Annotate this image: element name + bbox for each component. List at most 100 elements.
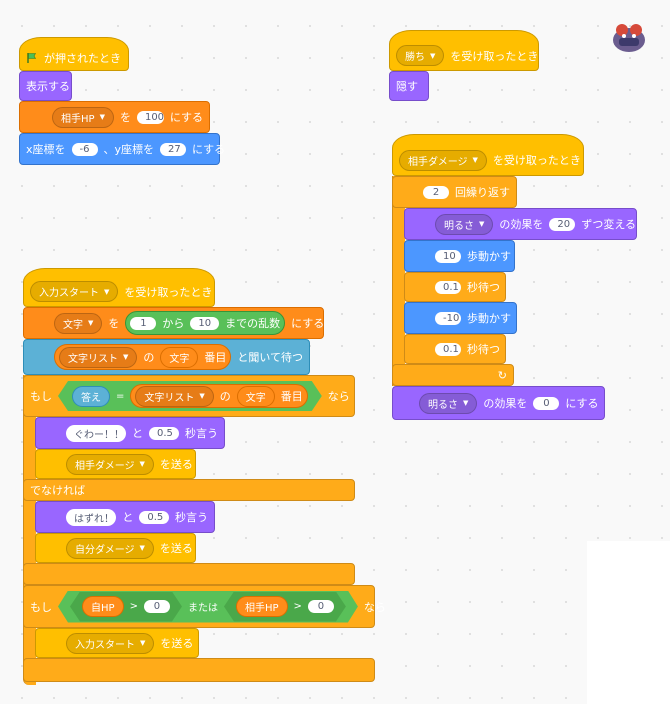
wait-block[interactable]: 0.1 秒待つ	[404, 334, 506, 364]
equals-operator[interactable]: 答え = 文字リスト▼ の 文字 番目	[58, 381, 322, 411]
effect-set-input[interactable]: 0	[533, 396, 560, 410]
chevron-down-icon: ▼	[479, 220, 485, 228]
broadcast-block[interactable]: 入力スタート▼ を送る	[35, 628, 199, 658]
effect-change-label: の効果を	[499, 218, 544, 231]
move-steps-block[interactable]: 10 歩動かす	[404, 240, 515, 272]
item-of-list-reporter[interactable]: 文字リスト▼ の 文字 番目	[130, 384, 307, 408]
compare-input[interactable]: 0	[144, 600, 170, 613]
list-dropdown[interactable]: 文字リスト▼	[59, 346, 138, 368]
compare-input[interactable]: 0	[308, 600, 334, 613]
say-text-input[interactable]: はずれ！	[66, 508, 117, 526]
set-variable-block[interactable]: 文字▼ を 1 から 10 までの乱数 にする	[23, 307, 324, 339]
goto-y-input[interactable]: 27	[160, 142, 187, 156]
move-steps-block[interactable]: -10 歩動かす	[404, 302, 517, 334]
set-suffix-label: にする	[291, 317, 325, 330]
effect-set-label: の効果を	[483, 397, 528, 410]
chevron-down-icon: ▼	[99, 113, 105, 121]
say-secs-input[interactable]: 0.5	[149, 426, 179, 440]
wait-input[interactable]: 0.1	[435, 280, 461, 294]
message-dropdown[interactable]: 相手ダメージ▼	[399, 149, 487, 171]
set-value-input[interactable]: 100	[136, 110, 164, 124]
chevron-down-icon: ▼	[104, 287, 110, 296]
message-dropdown[interactable]: 入力スタート▼	[30, 281, 119, 302]
broadcast-label: を送る	[159, 542, 193, 555]
wait-input[interactable]: 0.1	[435, 342, 461, 356]
say-suffix-label: 秒言う	[185, 427, 218, 440]
if-block[interactable]: もし 自HP > 0 または 相手HP > 0 なら	[23, 585, 386, 628]
message-name: 入力スタート	[75, 639, 135, 651]
variable-dropdown[interactable]: 相手HP▼	[52, 106, 114, 128]
move-steps-input[interactable]: 10	[435, 249, 461, 263]
variable-reporter[interactable]: 文字	[237, 386, 275, 407]
ask-and-wait-block[interactable]: 文字リスト▼ の 文字 番目 と聞いて待つ	[23, 339, 310, 375]
greater-than-operator[interactable]: 相手HP > 0	[224, 592, 346, 622]
set-effect-block[interactable]: 明るさ▼ の効果を 0 にする	[392, 386, 605, 420]
chevron-down-icon: ▼	[463, 399, 469, 407]
say-for-secs-block[interactable]: はずれ！ と 0.5 秒言う	[35, 501, 215, 533]
wait-block[interactable]: 0.1 秒待つ	[404, 272, 506, 302]
hide-block[interactable]: 隠す	[389, 71, 429, 101]
say-for-secs-block[interactable]: ぐわー！！ と 0.5 秒言う	[35, 417, 225, 449]
say-and-label: と	[122, 511, 134, 524]
item-of-list-reporter[interactable]: 文字リスト▼ の 文字 番目	[54, 344, 232, 370]
goto-x-label: x座標を	[26, 143, 66, 156]
set-variable-block[interactable]: 相手HP▼ を 100 にする	[19, 101, 210, 133]
loop-arrow-icon: ↻	[497, 368, 507, 382]
repeat-arm	[392, 176, 405, 386]
repeat-end: ↻	[392, 364, 514, 386]
random-to-input[interactable]: 10	[190, 316, 220, 330]
effect-change-input[interactable]: 20	[549, 217, 576, 231]
effect-name: 明るさ	[444, 220, 474, 232]
goto-x-input[interactable]: -6	[71, 142, 98, 156]
move-label: 歩動かす	[467, 250, 511, 263]
random-from-input[interactable]: 1	[130, 316, 157, 330]
when-flag-clicked-block[interactable]: が押されたとき	[19, 37, 129, 71]
random-mid-label: から	[162, 317, 185, 330]
when-receive-win-block[interactable]: 勝ち▼ を受け取ったとき	[389, 30, 539, 71]
message-dropdown[interactable]: 勝ち▼	[396, 45, 445, 66]
move-steps-input[interactable]: -10	[435, 311, 461, 325]
variable-reporter[interactable]: 相手HP	[236, 596, 288, 617]
else-label: でなければ	[30, 484, 85, 497]
effect-dropdown[interactable]: 明るさ ▼	[435, 213, 494, 235]
say-secs-input[interactable]: 0.5	[139, 510, 169, 524]
broadcast-block[interactable]: 相手ダメージ▼ を送る	[35, 449, 196, 479]
sprite-thumbnail-icon[interactable]	[610, 18, 648, 54]
move-label: 歩動かす	[467, 312, 511, 325]
goto-xy-block[interactable]: x座標を -6 、y座標を 27 にする	[19, 133, 225, 165]
variable-reporter[interactable]: 自HP	[82, 596, 124, 617]
item-suffix-label: 番目	[280, 390, 303, 403]
if-end	[23, 658, 375, 682]
chevron-down-icon: ▼	[430, 51, 436, 60]
else-bar: でなければ	[23, 479, 355, 501]
variable-dropdown[interactable]: 文字▼	[54, 312, 103, 334]
or-operator[interactable]: 自HP > 0 または 相手HP > 0	[58, 591, 358, 623]
chevron-down-icon: ▼	[139, 460, 145, 468]
repeat-block[interactable]: 2 回繰り返す	[392, 176, 517, 208]
wait-label: 秒待つ	[467, 343, 500, 356]
message-dropdown[interactable]: 入力スタート▼	[66, 632, 155, 654]
item-suffix-label: 番目	[204, 351, 227, 364]
if-else-end	[23, 563, 355, 585]
broadcast-block[interactable]: 自分ダメージ▼ を送る	[35, 533, 196, 563]
greater-than-operator[interactable]: 自HP > 0	[70, 592, 182, 622]
if-else-block[interactable]: もし 答え = 文字リスト▼ の 文字 番目 なら	[23, 375, 355, 417]
list-dropdown[interactable]: 文字リスト▼	[135, 386, 213, 407]
message-dropdown[interactable]: 相手ダメージ▼	[66, 453, 154, 475]
show-block[interactable]: 表示する	[19, 71, 72, 101]
show-label: 表示する	[26, 80, 70, 93]
random-reporter[interactable]: 1 から 10 までの乱数	[125, 311, 286, 335]
repeat-count-input[interactable]: 2	[423, 185, 449, 199]
chevron-down-icon: ▼	[88, 319, 94, 327]
message-dropdown[interactable]: 自分ダメージ▼	[66, 537, 154, 559]
effect-dropdown[interactable]: 明るさ ▼	[419, 392, 478, 414]
change-effect-block[interactable]: 明るさ▼ の効果を 20 ずつ変える	[404, 208, 637, 240]
effect-name: 明るさ	[428, 399, 458, 411]
variable-reporter[interactable]: 文字	[160, 346, 199, 368]
when-receive-damage-block[interactable]: 相手ダメージ▼ を受け取ったとき	[392, 134, 584, 176]
say-text-input[interactable]: ぐわー！！	[66, 424, 126, 442]
answer-reporter[interactable]: 答え	[72, 386, 110, 407]
chevron-down-icon: ▼	[139, 544, 145, 552]
when-receive-input-start-block[interactable]: 入力スタート▼ を受け取ったとき	[23, 268, 215, 307]
or-label: または	[187, 603, 218, 614]
